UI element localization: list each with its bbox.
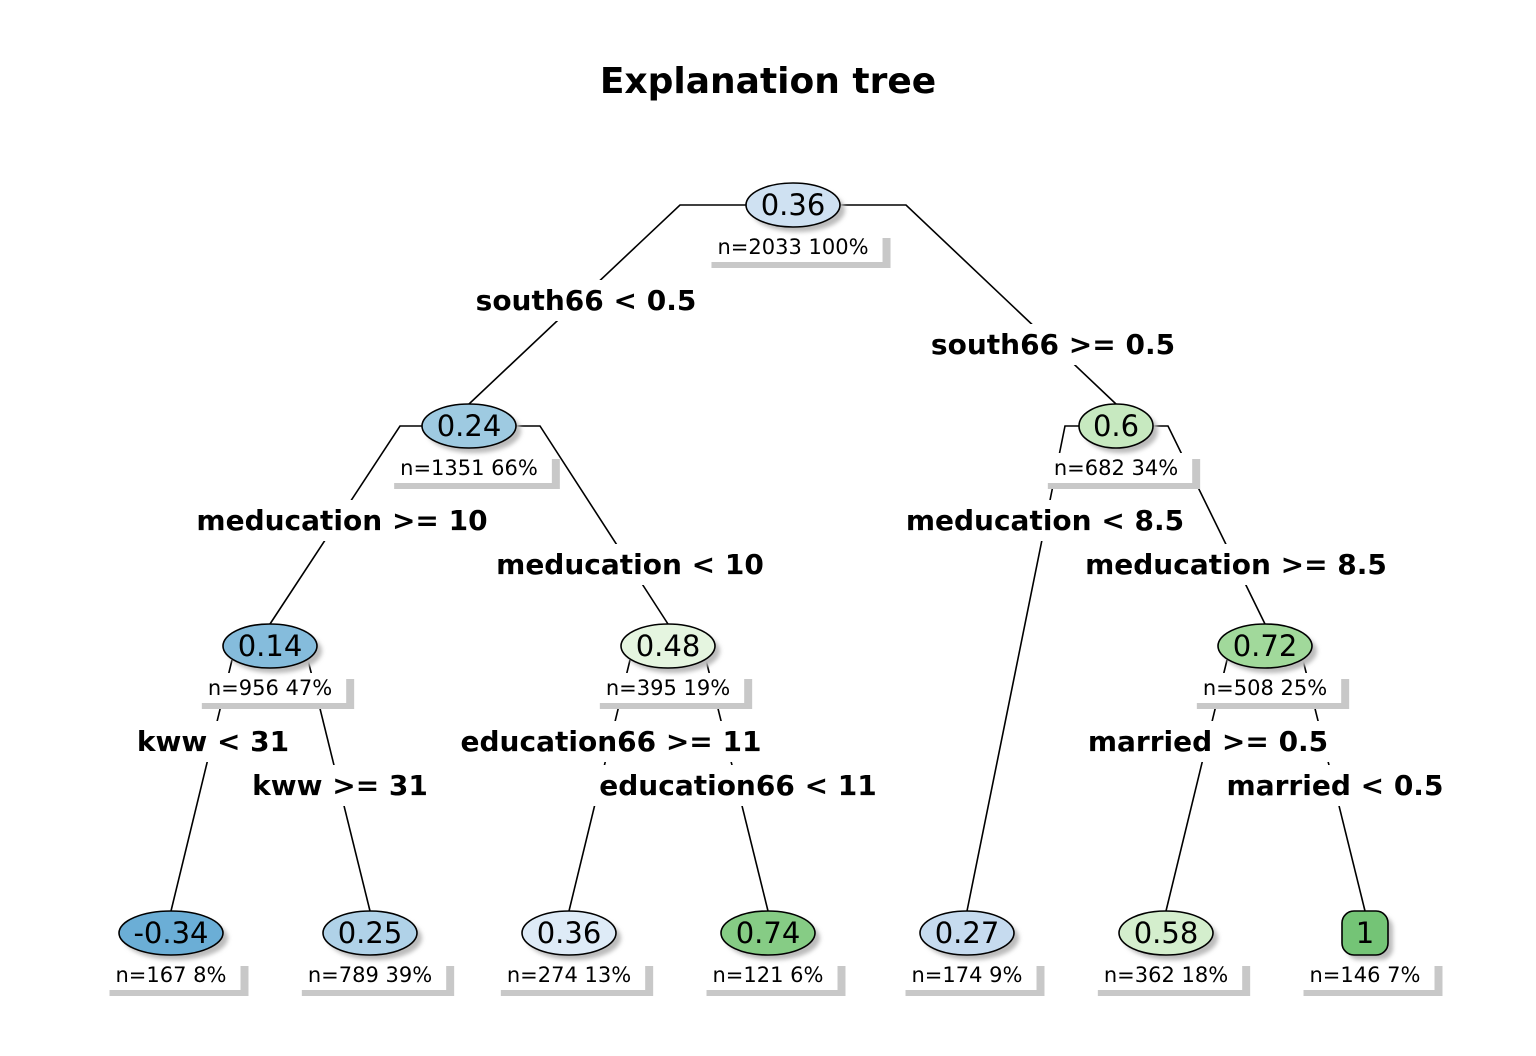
node-value: 0.72 bbox=[1233, 629, 1298, 663]
split-label: married < 0.5 bbox=[1227, 769, 1444, 802]
split-label-bg bbox=[1220, 765, 1450, 806]
split-label-bg bbox=[469, 280, 703, 321]
tree-node-llr: n=789 39% 0.25 bbox=[293, 910, 455, 996]
node-count: n=508 25% bbox=[1203, 676, 1327, 700]
node-count: n=682 34% bbox=[1054, 456, 1178, 480]
split-label-bg bbox=[1079, 544, 1393, 585]
tree-node-lll: n=167 8% -0.34 bbox=[101, 910, 249, 996]
split-label: meducation < 10 bbox=[496, 548, 764, 581]
tree-node-rrr: n=146 7% 1 bbox=[1295, 910, 1443, 996]
split-label-bg bbox=[899, 500, 1191, 541]
tree-node-root: n=2033 100% 0.36 bbox=[703, 182, 891, 268]
node-value: 0.6 bbox=[1093, 409, 1139, 443]
node-count: n=274 13% bbox=[507, 963, 631, 987]
count-box bbox=[698, 960, 838, 990]
count-box bbox=[1188, 673, 1342, 703]
count-box bbox=[492, 960, 646, 990]
split-label-bg bbox=[924, 324, 1182, 365]
split-label-bg bbox=[190, 500, 494, 541]
tree-node-r: n=682 34% 0.6 bbox=[1039, 403, 1201, 489]
node-shape bbox=[1217, 623, 1313, 669]
split-label-bg bbox=[454, 721, 768, 762]
count-box bbox=[1295, 960, 1435, 990]
node-shape bbox=[222, 623, 318, 669]
split-label: married >= 0.5 bbox=[1088, 725, 1328, 758]
split-label-bg bbox=[130, 721, 296, 762]
count-box bbox=[293, 960, 447, 990]
count-box bbox=[1089, 960, 1243, 990]
split-label: education66 >= 11 bbox=[461, 725, 762, 758]
tree-edge bbox=[966, 425, 1079, 912]
node-count: n=121 6% bbox=[713, 963, 824, 987]
split-label: meducation >= 8.5 bbox=[1085, 548, 1387, 581]
split-label-bg bbox=[593, 765, 883, 806]
tree-node-lr: n=395 19% 0.48 bbox=[591, 623, 753, 709]
count-box bbox=[591, 673, 745, 703]
node-count: n=395 19% bbox=[606, 676, 730, 700]
node-value: 0.74 bbox=[736, 916, 801, 950]
node-count: n=789 39% bbox=[308, 963, 432, 987]
node-shape bbox=[421, 403, 517, 449]
tree-node-l: n=1351 66% 0.24 bbox=[386, 403, 560, 489]
count-box bbox=[1039, 453, 1193, 483]
node-value: 1 bbox=[1356, 916, 1374, 950]
node-count: n=167 8% bbox=[116, 963, 227, 987]
node-value: 0.36 bbox=[761, 188, 826, 222]
split-label-bg bbox=[1081, 721, 1335, 762]
split-label: kww < 31 bbox=[137, 725, 289, 758]
count-box bbox=[703, 232, 883, 262]
node-shape bbox=[919, 910, 1015, 956]
node-count: n=1351 66% bbox=[400, 456, 538, 480]
node-count: n=174 9% bbox=[912, 963, 1023, 987]
tree-edge bbox=[468, 204, 746, 405]
node-value: 0.24 bbox=[437, 409, 502, 443]
tree-node-rrl: n=362 18% 0.58 bbox=[1089, 910, 1251, 996]
tree-node-lrr: n=121 6% 0.74 bbox=[698, 910, 846, 996]
count-box bbox=[386, 453, 552, 483]
node-shape bbox=[1341, 910, 1389, 956]
node-shape bbox=[521, 910, 617, 956]
tree-node-rl: n=174 9% 0.27 bbox=[897, 910, 1045, 996]
tree-edge bbox=[269, 425, 422, 625]
node-shape bbox=[1078, 403, 1154, 449]
tree-node-rr: n=508 25% 0.72 bbox=[1188, 623, 1350, 709]
split-label: kww >= 31 bbox=[252, 769, 428, 802]
split-label: education66 < 11 bbox=[599, 769, 877, 802]
count-box bbox=[897, 960, 1037, 990]
tree-title: Explanation tree bbox=[600, 61, 936, 102]
tree-node-lrl: n=274 13% 0.36 bbox=[492, 910, 654, 996]
node-shape bbox=[720, 910, 816, 956]
node-value: -0.34 bbox=[133, 916, 208, 950]
split-label: meducation >= 10 bbox=[196, 504, 487, 537]
node-value: 0.58 bbox=[1134, 916, 1199, 950]
node-shape bbox=[118, 910, 224, 956]
node-shape bbox=[745, 182, 841, 228]
tree-node-ll: n=956 47% 0.14 bbox=[193, 623, 355, 709]
split-label: south66 >= 0.5 bbox=[931, 328, 1175, 361]
node-count: n=2033 100% bbox=[717, 235, 868, 259]
count-box bbox=[193, 673, 347, 703]
count-box bbox=[101, 960, 241, 990]
node-count: n=362 18% bbox=[1104, 963, 1228, 987]
split-label: meducation < 8.5 bbox=[906, 504, 1184, 537]
split-label-bg bbox=[490, 544, 770, 585]
node-value: 0.48 bbox=[636, 629, 701, 663]
node-count: n=956 47% bbox=[208, 676, 332, 700]
node-value: 0.27 bbox=[935, 916, 1000, 950]
node-shape bbox=[1118, 910, 1214, 956]
node-shape bbox=[322, 910, 418, 956]
split-label-bg bbox=[246, 765, 434, 806]
node-count: n=146 7% bbox=[1310, 963, 1421, 987]
node-value: 0.36 bbox=[537, 916, 602, 950]
split-label: south66 < 0.5 bbox=[476, 284, 697, 317]
node-value: 0.25 bbox=[338, 916, 403, 950]
node-value: 0.14 bbox=[238, 629, 303, 663]
node-shape bbox=[620, 623, 716, 669]
